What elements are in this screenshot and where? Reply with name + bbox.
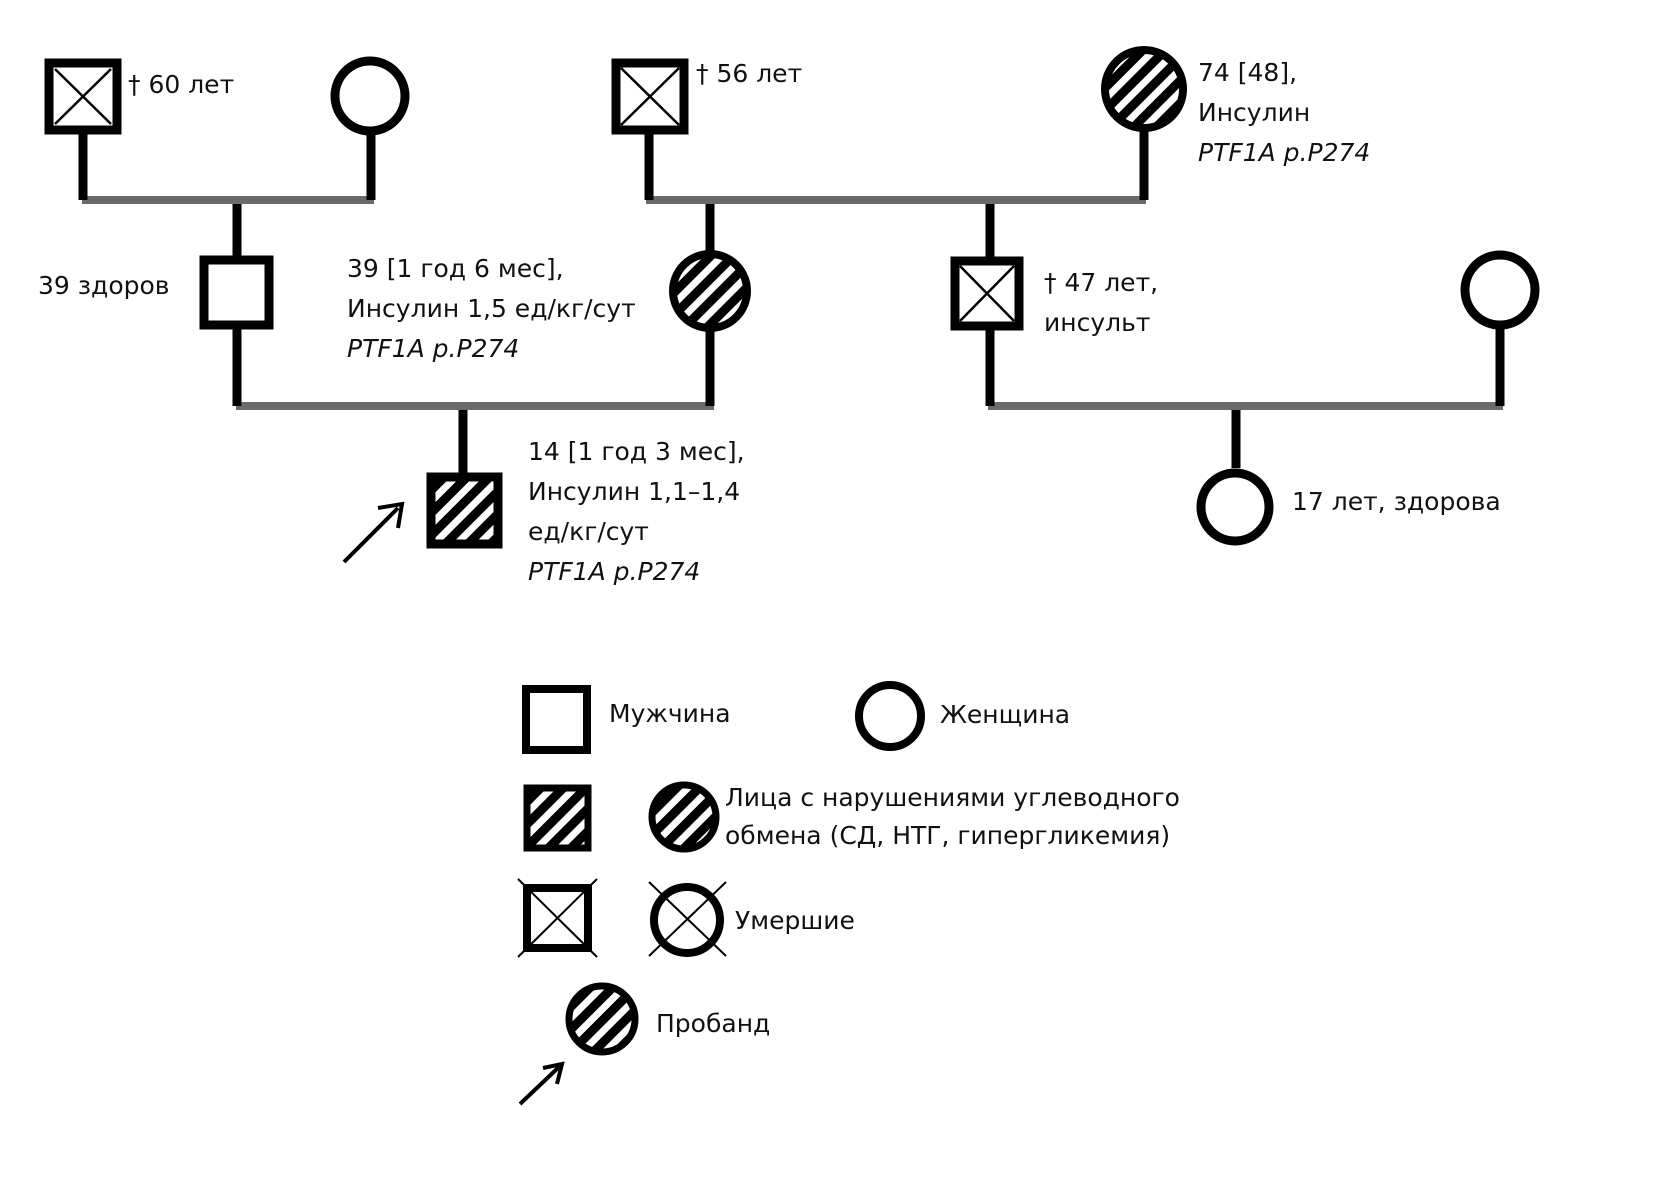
maternal-uncle-label: † 47 лет, инсульт xyxy=(1044,268,1159,337)
gene-variant: PTF1A p.P274 xyxy=(347,334,520,363)
proband-label: 14 [1 год 3 мес], Инсулин 1,1–1,4 ед/кг/… xyxy=(528,432,745,592)
legend-deceased-label: Умершие xyxy=(735,906,855,935)
legend-male-icon xyxy=(522,685,591,754)
mother-symbol[interactable] xyxy=(669,250,751,332)
legend-female-label: Женщина xyxy=(940,700,1071,729)
legend-male-label: Мужчина xyxy=(609,699,731,728)
proband-symbol[interactable] xyxy=(426,472,503,549)
mat-grandmother-label: 74 [48], Инсулин PTF1A p.P274 xyxy=(1198,53,1370,173)
gene-variant: PTF1A p.P274 xyxy=(528,557,701,586)
legend-deceased-female-icon xyxy=(648,881,727,957)
proband-arrow-icon xyxy=(342,501,405,564)
legend-deceased-male-icon xyxy=(517,878,598,958)
father-symbol[interactable] xyxy=(199,255,274,330)
legend-proband-label: Пробанд xyxy=(656,1009,771,1038)
legend xyxy=(517,681,925,1106)
father-label: 39 здоров xyxy=(38,271,170,300)
pat-grandfather-symbol[interactable] xyxy=(44,58,122,135)
legend-affected-male-icon xyxy=(523,784,592,852)
maternal-uncle-symbol[interactable] xyxy=(950,256,1024,331)
pat-grandmother-symbol[interactable] xyxy=(330,56,410,136)
mat-grandfather-symbol[interactable] xyxy=(611,58,689,135)
pat-grandfather-label: † 60 лет xyxy=(128,70,235,99)
cousin-symbol[interactable] xyxy=(1196,468,1274,546)
gene-variant: PTF1A p.P274 xyxy=(1198,138,1371,167)
mat-grandfather-label: † 56 лет xyxy=(696,59,803,88)
mat-grandmother-symbol[interactable] xyxy=(1101,46,1187,132)
cousin-label: 17 лет, здорова xyxy=(1292,487,1501,516)
legend-affected-label: Лица с нарушениями углеводного обмена (С… xyxy=(725,783,1180,850)
legend-proband-arrow-icon xyxy=(518,1061,565,1106)
marriage-lines xyxy=(82,196,1503,410)
legend-proband-icon xyxy=(565,982,639,1056)
uncle-wife-symbol[interactable] xyxy=(1460,250,1540,330)
legend-affected-female-icon xyxy=(648,781,720,853)
mother-label: 39 [1 год 6 мес], Инсулин 1,5 ед/кг/сут … xyxy=(347,249,636,369)
legend-female-icon xyxy=(855,681,925,751)
descent-lines xyxy=(78,128,1505,474)
